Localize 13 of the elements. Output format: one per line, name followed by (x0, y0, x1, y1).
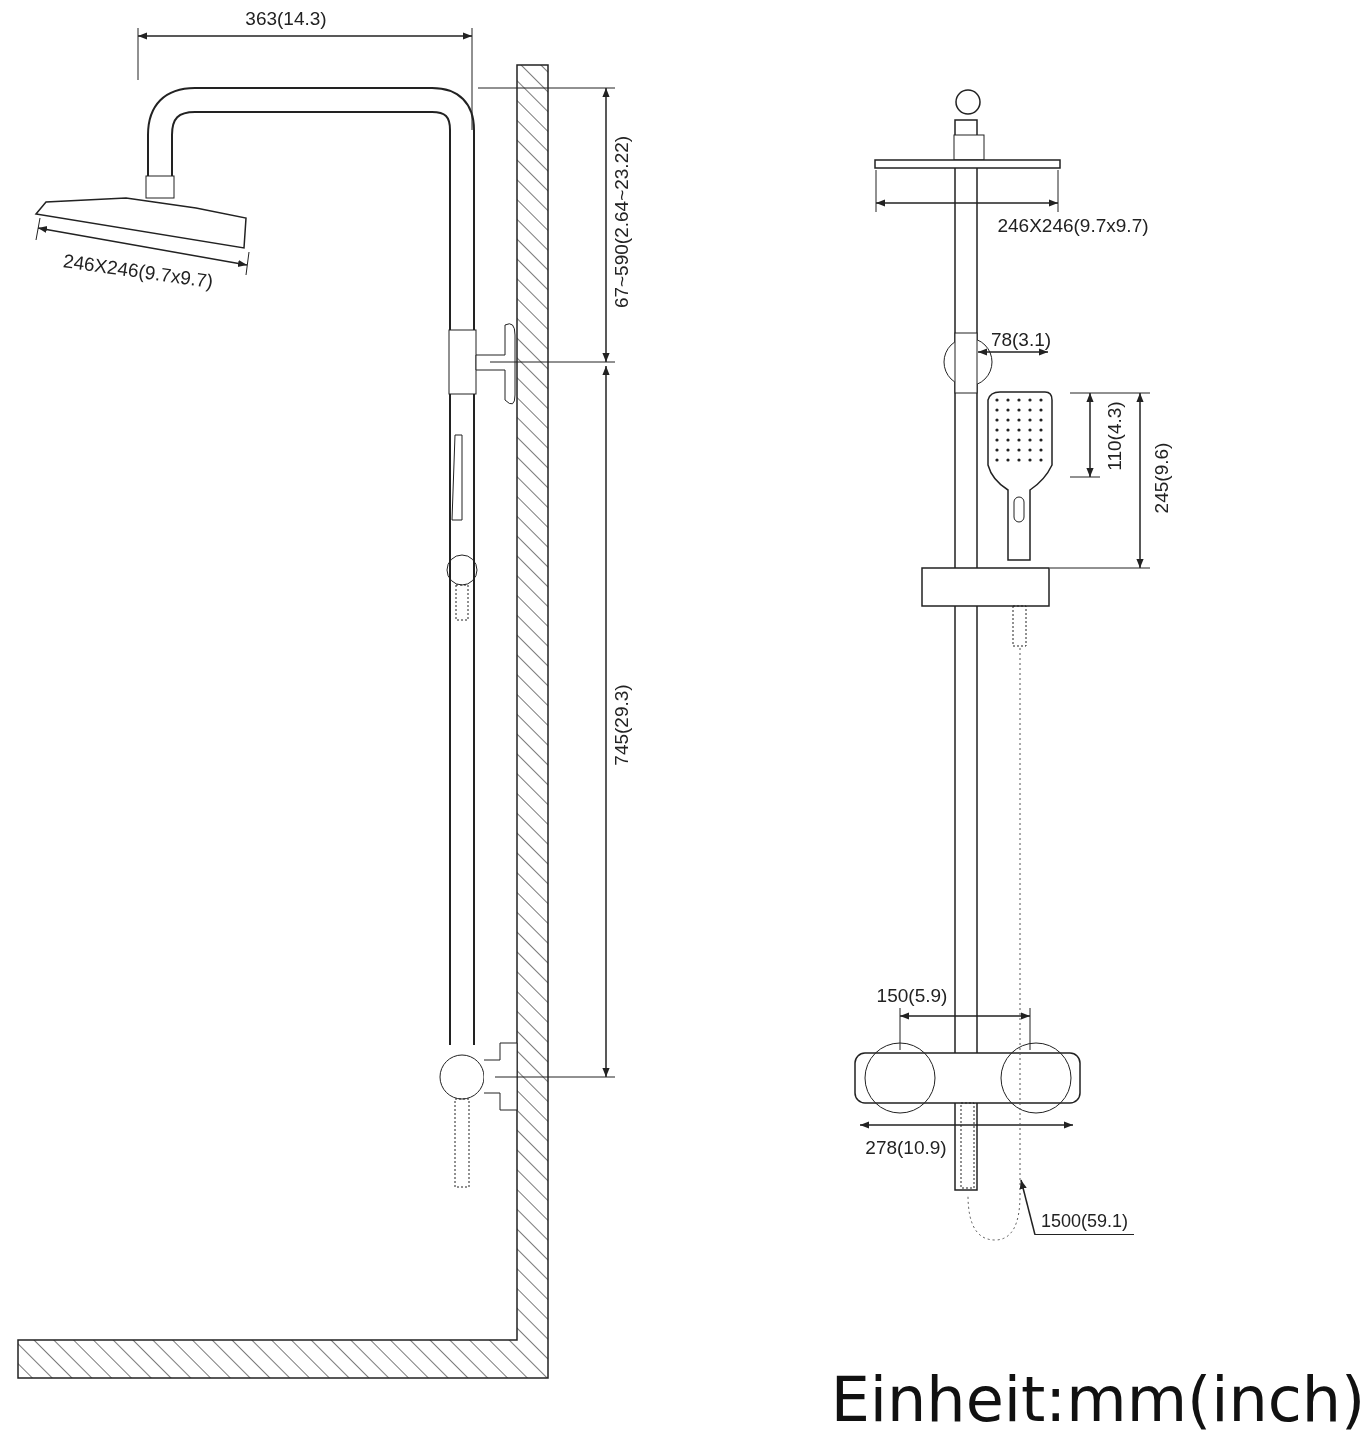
unit-note: Einheit:mm(inch) (830, 1365, 1363, 1435)
callout-text: 1500(59.1) (1035, 1212, 1135, 1235)
dimension-text: 246X246(9.7x9.7) (997, 215, 1149, 237)
leader-line (1019, 1179, 1036, 1236)
dimension-text: 67~590(2.64~23.22) (611, 135, 633, 309)
dimension-text: 278(10.9) (865, 1137, 947, 1159)
dimension-text: 245(9.6) (1151, 442, 1173, 514)
dimension-text: 363(14.3) (245, 8, 327, 30)
dimension-text: 150(5.9) (876, 985, 948, 1007)
dimension-text: 110(4.3) (1104, 401, 1126, 471)
dimension-text: 78(3.1) (990, 329, 1052, 351)
hose-drawing (967, 647, 1021, 1241)
dimension-text: 745(29.3) (611, 684, 633, 766)
